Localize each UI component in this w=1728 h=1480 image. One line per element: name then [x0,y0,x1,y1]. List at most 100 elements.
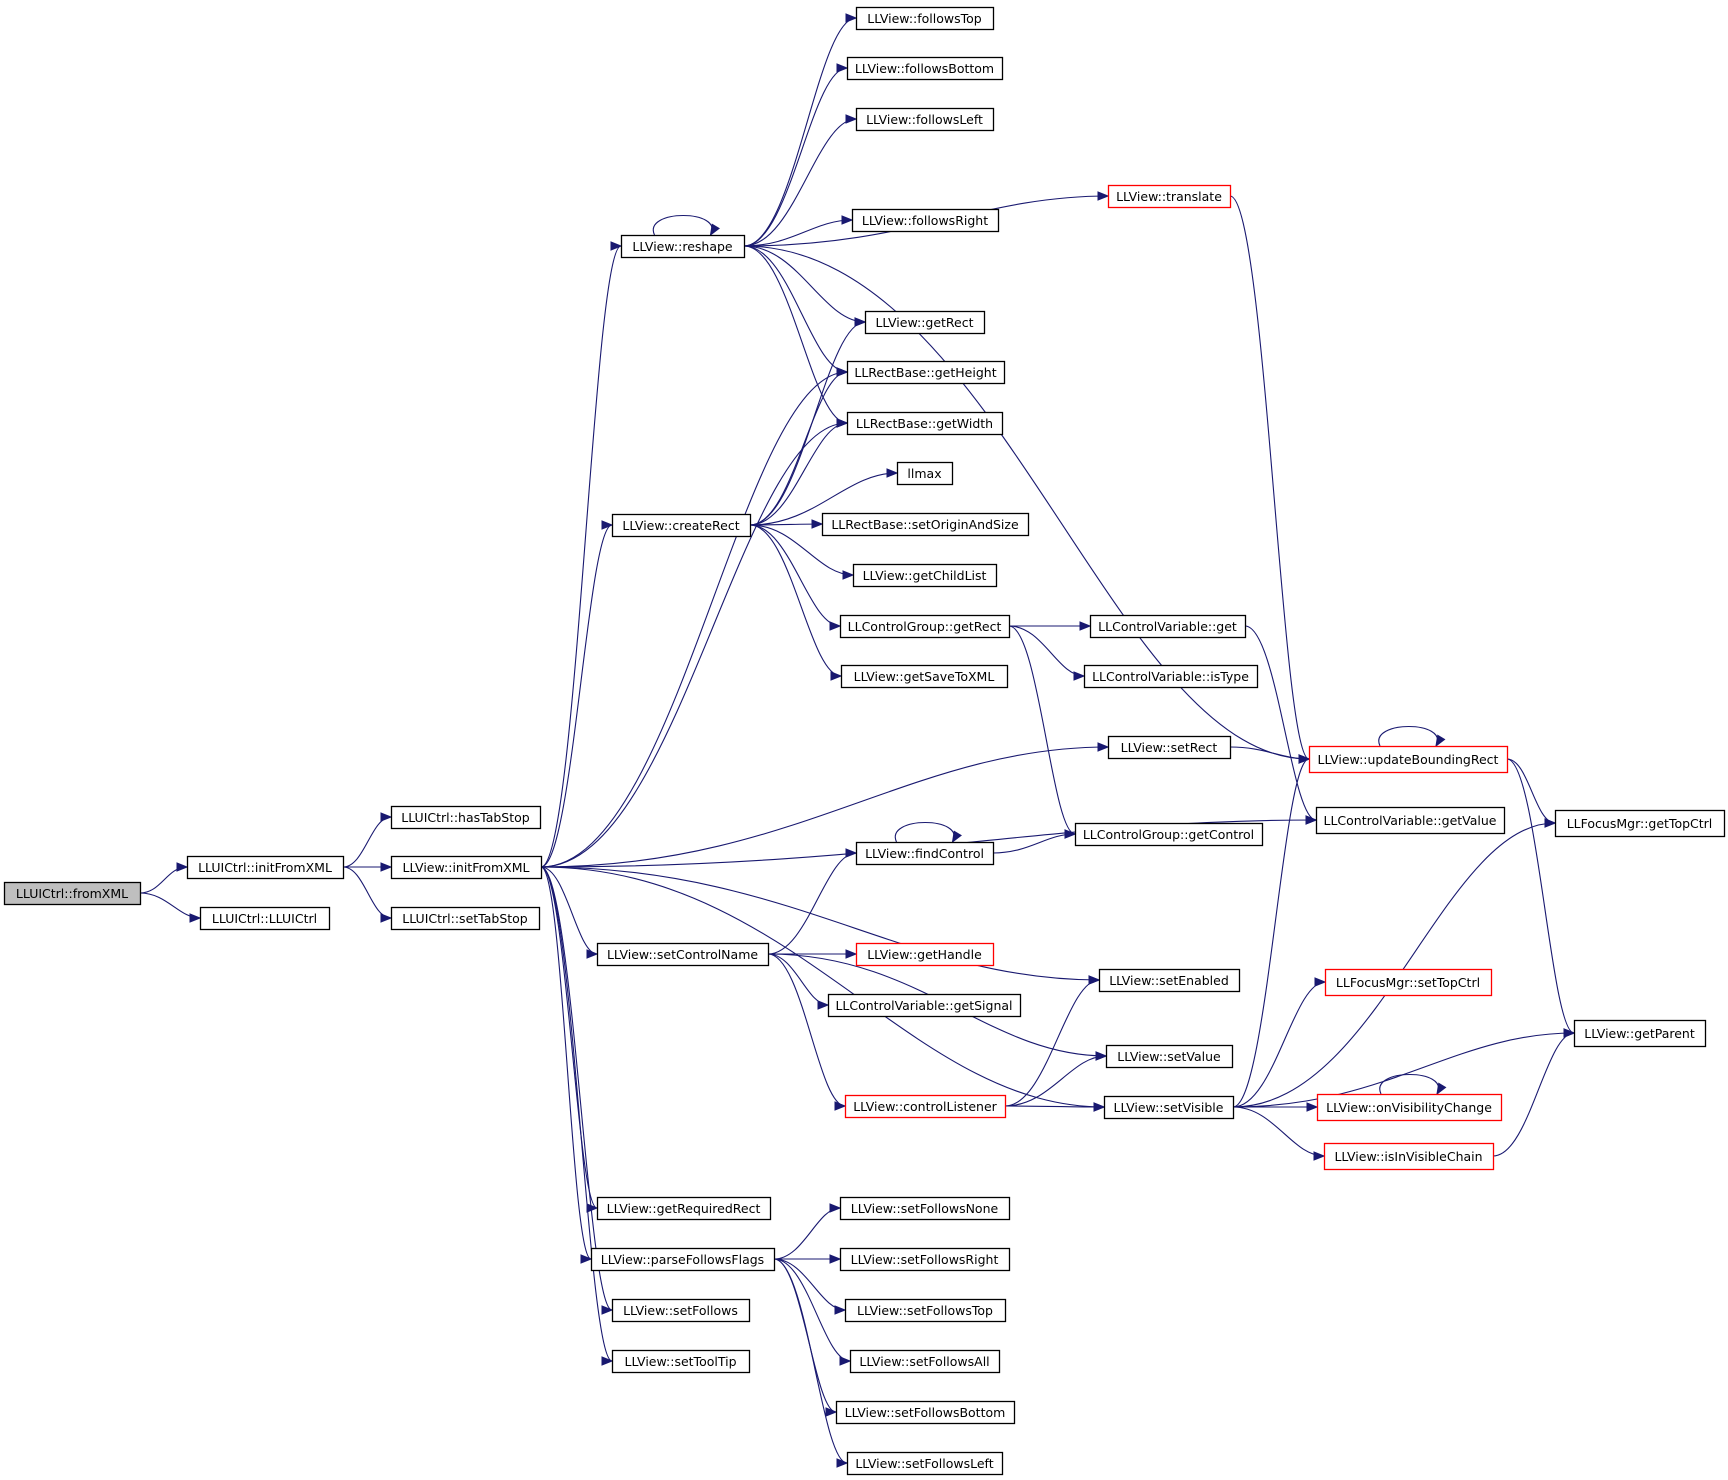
node-translate[interactable]: LLView::translate [1107,184,1232,209]
node-getHeight[interactable]: LLRectBase::getHeight [846,360,1006,385]
node-hasTabStop[interactable]: LLUICtrl::hasTabStop [390,805,542,830]
node-box [611,1349,751,1374]
node-cvGet[interactable]: LLControlVariable::get [1089,614,1247,639]
edge-createRect-to-getHeight [749,367,849,526]
node-label: LLView::setValue [1117,1049,1221,1064]
node-box [620,234,746,259]
node-setFollowsBottom[interactable]: LLView::setFollowsBottom [835,1400,1016,1425]
node-cgGetControl[interactable]: LLControlGroup::getControl [1074,822,1264,847]
node-box [839,1196,1011,1221]
node-label: LLView::reshape [632,239,733,254]
node-getSignal[interactable]: LLControlVariable::getSignal [827,993,1022,1018]
node-fromXML[interactable]: LLUICtrl::fromXML [3,881,142,906]
edge-path [749,524,842,677]
node-followsLeft[interactable]: LLView::followsLeft [855,107,995,132]
node-box [827,993,1022,1018]
edge-parseFollowsFlags-to-setFollowsNone [773,1203,842,1260]
node-viewInitFromXML[interactable]: LLView::initFromXML [390,855,543,880]
node-getRect[interactable]: LLView::getRect [864,310,986,335]
node-box [839,614,1011,639]
nodes-layer: LLUICtrl::fromXMLLLUICtrl::initFromXMLLL… [3,6,1726,1476]
edge-arrowhead [1306,1102,1319,1112]
node-uiCtor[interactable]: LLUICtrl::LLUICtrl [199,906,331,931]
edge-arrowhead [845,13,858,23]
edge-arrowhead [580,1254,593,1264]
edge-viewInitFromXML-to-getRequiredRect [540,866,599,1213]
node-controlListener[interactable]: LLView::controlListener [844,1094,1007,1119]
node-createRect[interactable]: LLView::createRect [611,513,752,538]
node-setFollowsLeft[interactable]: LLView::setFollowsLeft [846,1451,1004,1476]
edge-viewInitFromXML-to-setEnabled [540,866,1101,985]
edges-layer [139,13,1576,1468]
node-setVisible[interactable]: LLView::setVisible [1103,1095,1235,1120]
node-getTopCtrl[interactable]: LLFocusMgr::getTopCtrl [1554,809,1726,838]
node-label: LLView::setFollowsNone [851,1201,999,1216]
node-setFollowsNone[interactable]: LLView::setFollowsNone [839,1196,1011,1221]
node-label: LLUICtrl::initFromXML [198,860,332,875]
node-setToolTip[interactable]: LLView::setToolTip [611,1349,751,1374]
node-getSaveToXML[interactable]: LLView::getSaveToXML [840,664,1009,689]
node-label: LLView::setFollowsBottom [845,1405,1006,1420]
node-cvGetValue[interactable]: LLControlVariable::getValue [1315,806,1506,835]
node-box [1316,1093,1503,1122]
node-setRect[interactable]: LLView::setRect [1107,735,1232,760]
edge-arrowhead [380,812,393,822]
node-followsBottom[interactable]: LLView::followsBottom [846,56,1004,81]
node-cgGetRect[interactable]: LLControlGroup::getRect [839,614,1011,639]
edge-path [1008,625,1076,835]
node-llmax[interactable]: llmax [896,461,954,486]
node-setTabStop[interactable]: LLUICtrl::setTabStop [390,906,541,931]
node-getChildList[interactable]: LLView::getChildList [852,563,998,588]
edge-path [1232,758,1310,1108]
edge-cgGetRect-to-cgGetControl [1008,625,1077,839]
node-label: llmax [907,466,941,481]
node-label: LLUICtrl::hasTabStop [401,810,530,825]
node-box [3,881,142,906]
node-setFollowsRight[interactable]: LLView::setFollowsRight [839,1247,1011,1272]
node-cvIsType[interactable]: LLControlVariable::isType [1083,664,1259,689]
node-setEnabled[interactable]: LLView::setEnabled [1098,968,1241,993]
edge-arrowhead [951,830,962,844]
edge-arrowhead [380,913,393,923]
node-followsTop[interactable]: LLView::followsTop [855,6,995,31]
node-box [846,411,1004,436]
edge-path [749,422,848,526]
node-getWidth[interactable]: LLRectBase::getWidth [846,411,1004,436]
edge-updateBoundingRect-to-getParent [1506,758,1576,1038]
node-setFollowsTop[interactable]: LLView::setFollowsTop [844,1298,1007,1323]
edge-path [1378,725,1439,747]
node-findControl[interactable]: LLView::findControl [855,841,995,866]
node-followsRight[interactable]: LLView::followsRight [851,208,1000,233]
edge-path [1232,822,1556,1108]
node-onVisibilityChange[interactable]: LLView::onVisibilityChange [1316,1093,1503,1122]
node-box [840,664,1009,689]
node-box [1105,1044,1234,1069]
node-setControlName[interactable]: LLView::setControlName [596,942,770,967]
edge-path [743,245,848,373]
edge-arrowhead [836,1458,849,1468]
node-setFollows[interactable]: LLView::setFollows [611,1298,751,1323]
edge-path [767,953,846,1107]
node-box [855,6,995,31]
node-label: LLView::controlListener [853,1099,997,1114]
node-setValue[interactable]: LLView::setValue [1105,1044,1234,1069]
node-setOriginAndSize[interactable]: LLRectBase::setOriginAndSize [821,512,1030,537]
node-box [611,513,752,538]
node-box [596,1196,772,1221]
node-getRequiredRect[interactable]: LLView::getRequiredRect [596,1196,772,1221]
node-setFollowsAll[interactable]: LLView::setFollowsAll [849,1349,1001,1374]
node-parseFollowsFlags[interactable]: LLView::parseFollowsFlags [590,1247,776,1272]
edge-path [894,821,955,843]
edge-setControlName-to-findControl [767,848,858,955]
node-box [846,56,1004,81]
node-updateBoundingRect[interactable]: LLView::updateBoundingRect [1308,745,1509,774]
node-isInVisibleChain[interactable]: LLView::isInVisibleChain [1323,1142,1495,1171]
node-getParent[interactable]: LLView::getParent [1573,1019,1707,1048]
edge-viewInitFromXML-to-setFollows [540,866,614,1315]
node-getHandle[interactable]: LLView::getHandle [855,942,995,967]
edge-viewInitFromXML-to-setRect [540,742,1110,868]
node-uiInitFromXML[interactable]: LLUICtrl::initFromXML [186,855,345,880]
node-setTopCtrl[interactable]: LLFocusMgr::setTopCtrl [1324,968,1493,997]
node-label: LLView::findControl [865,846,984,861]
node-reshape[interactable]: LLView::reshape [620,234,746,259]
